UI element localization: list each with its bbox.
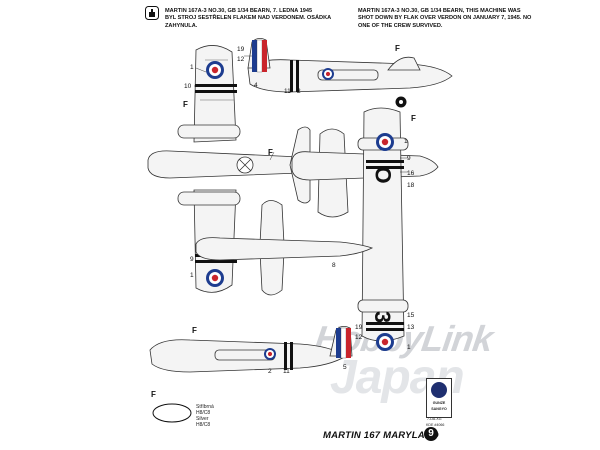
legend-swatch-silver — [152, 403, 192, 423]
legend-line3: Silver — [196, 416, 209, 422]
wing-band-top-1 — [195, 84, 237, 87]
label-19-upper: 19 — [237, 46, 245, 53]
note-english: MARTIN 167A-3 NO.30, GB 1/34 BEARN, THIS… — [358, 8, 532, 29]
note-czech: MARTIN 167A-3 NO.30, GB 1/34 BEARN, 7. L… — [165, 8, 332, 29]
legend-letter: F — [151, 390, 156, 399]
label-4: 4 — [254, 82, 258, 89]
aircraft-top-view-right — [291, 107, 439, 342]
label-15: 15 — [407, 312, 415, 319]
roundel-right-lower — [376, 333, 394, 351]
badge-line1: GUNZE — [432, 401, 446, 405]
label-f-side-lower: F — [192, 326, 197, 335]
label-f-side-upper: F — [395, 44, 400, 53]
legend-line4: H8/C8 — [196, 422, 211, 428]
label-11-upper: 11 — [284, 88, 291, 95]
label-13: 13 — [407, 324, 415, 331]
footer-ref-top: 7-DA-XG — [427, 417, 442, 421]
label-1-wing-upper: 1 — [190, 64, 194, 71]
label-2-lower: 2 — [268, 368, 272, 375]
gunze-badge: GUNZE SANGYO — [426, 378, 452, 418]
wing-band-top-2 — [195, 90, 237, 93]
wing-band-bottom-2 — [195, 260, 237, 263]
page-number-badge: 9 — [424, 427, 438, 441]
label-12-upper: 12 — [237, 56, 245, 63]
aircraft-side-view-lower — [149, 326, 353, 373]
roundel-right-upper — [376, 133, 394, 151]
label-11-lower: 11 — [283, 368, 290, 375]
label-5: 5 — [343, 364, 347, 371]
footer-ref: KDE #4066 — [426, 423, 445, 427]
page-title: MARTIN 167 MARYLAND — [323, 430, 439, 441]
code-letter-bottom: 3 — [370, 310, 396, 324]
label-12-lower: 12 — [355, 334, 363, 341]
label-19-lower: 19 — [355, 324, 363, 331]
gunze-logo-icon — [431, 382, 447, 398]
label-18: 18 — [407, 182, 415, 189]
hand-pointer-icon — [145, 6, 159, 20]
code-letter-top: O — [370, 166, 396, 184]
roundel-fuselage-upper — [322, 68, 334, 80]
label-2-upper: 2 — [297, 88, 301, 95]
label-f-fuselage: F — [268, 148, 273, 157]
legend-line2: H8/C8 — [196, 410, 211, 416]
roundel-wing-lower — [206, 269, 224, 287]
label-16: 16 — [407, 170, 415, 177]
legend-line1: Stříbrná — [196, 404, 214, 410]
aircraft-side-view-upper — [247, 38, 453, 93]
aircraft-underside-view — [195, 200, 374, 296]
label-10: 10 — [184, 83, 192, 90]
label-f-wing-upper: F — [183, 100, 188, 109]
label-9-right: 9 — [407, 155, 411, 162]
label-1-right: 1 — [404, 138, 408, 145]
aircraft-top-view-upper — [147, 45, 319, 293]
roundel-wing-upper — [206, 61, 224, 79]
label-8: 8 — [332, 262, 336, 269]
badge-line2: SANGYO — [431, 407, 447, 411]
label-f-right-wing: F — [411, 114, 416, 123]
label-1-wing-lower: 1 — [190, 272, 194, 279]
roundel-fuselage-lower — [264, 348, 276, 360]
label-9-left: 9 — [190, 256, 194, 263]
label-1-right-lower: 1 — [407, 344, 411, 351]
